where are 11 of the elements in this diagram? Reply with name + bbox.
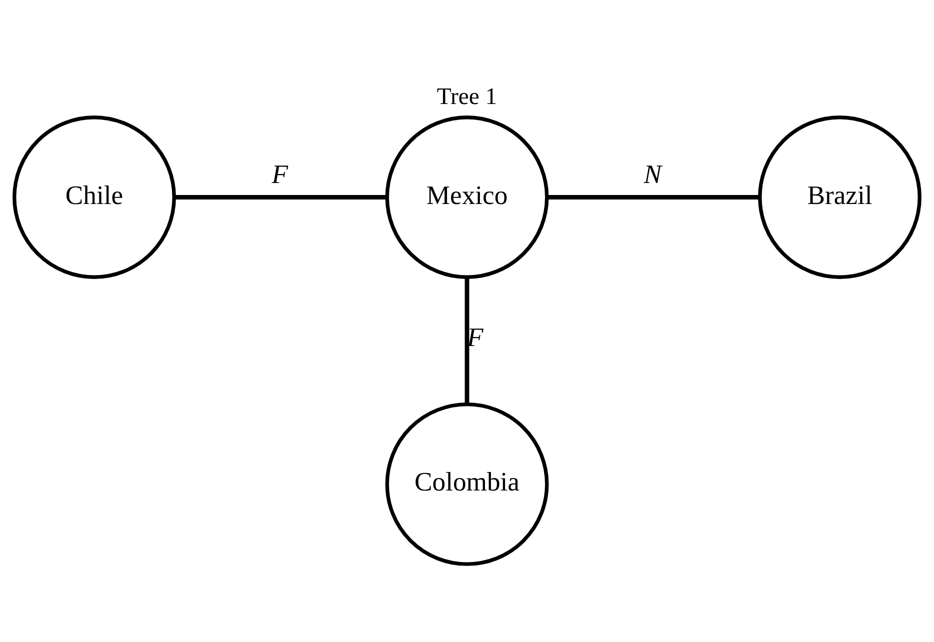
node-circle: Chile	[12, 115, 176, 278]
edge-label: N	[644, 158, 662, 189]
node-circle: Mexico	[385, 115, 549, 278]
connector	[546, 194, 760, 199]
connector	[174, 194, 387, 199]
node-circle: Colombia	[385, 402, 549, 566]
edge-label: F	[272, 158, 288, 189]
node-circle: Brazil	[758, 115, 922, 278]
connector	[464, 276, 470, 404]
edge-label: F	[467, 321, 484, 352]
diagram-title: Tree 1	[436, 83, 498, 110]
